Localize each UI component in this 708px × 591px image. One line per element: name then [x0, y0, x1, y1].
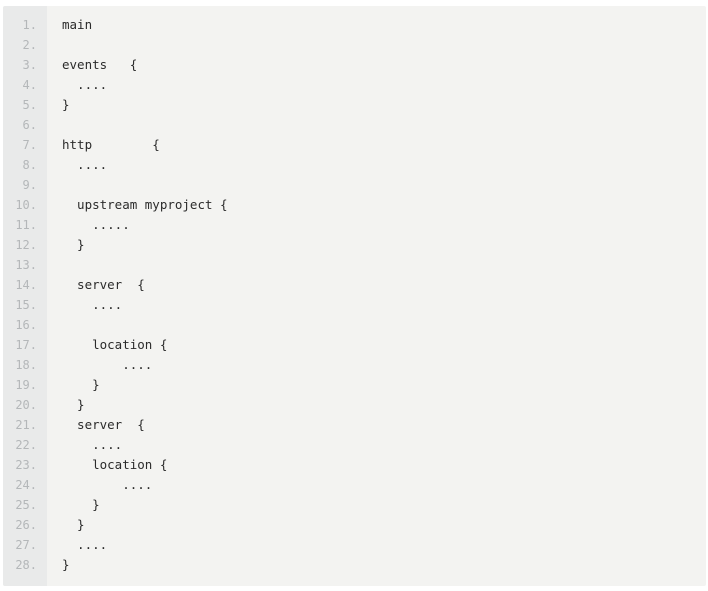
- code-line: 28.}: [3, 555, 706, 575]
- line-number: 22.: [15, 438, 37, 452]
- line-number: 5.: [22, 98, 37, 112]
- code-line: 21. server {: [3, 415, 706, 435]
- line-number: 25.: [15, 498, 37, 512]
- code-line: 17. location {: [3, 335, 706, 355]
- code-line: 10. upstream myproject {: [3, 195, 706, 215]
- code-text[interactable]: location {: [62, 457, 168, 472]
- code-line: 26. }: [3, 515, 706, 535]
- code-text[interactable]: ....: [62, 437, 123, 452]
- line-number: 27.: [15, 538, 37, 552]
- line-number: 17.: [15, 338, 37, 352]
- code-line: 24. ....: [3, 475, 706, 495]
- line-number: 23.: [15, 458, 37, 472]
- line-number: 18.: [15, 358, 37, 372]
- code-line: 8. ....: [3, 155, 706, 175]
- line-number: 14.: [15, 278, 37, 292]
- code-line: 27. ....: [3, 535, 706, 555]
- line-number: 4.: [22, 78, 37, 92]
- line-number: 20.: [15, 398, 37, 412]
- code-line: 20. }: [3, 395, 706, 415]
- line-number: 6.: [22, 118, 37, 132]
- code-text[interactable]: ....: [62, 297, 123, 312]
- line-number: 11.: [15, 218, 37, 232]
- code-line: 12. }: [3, 235, 706, 255]
- code-text[interactable]: }: [62, 517, 85, 532]
- code-line: 23. location {: [3, 455, 706, 475]
- code-line: 25. }: [3, 495, 706, 515]
- line-number: 9.: [22, 178, 37, 192]
- line-number: 10.: [15, 198, 37, 212]
- code-line: 18. ....: [3, 355, 706, 375]
- line-number: 15.: [15, 298, 37, 312]
- code-line: 7. http {: [3, 135, 706, 155]
- line-number: 13.: [15, 258, 37, 272]
- line-number: 24.: [15, 478, 37, 492]
- code-text[interactable]: server {: [62, 277, 145, 292]
- line-number: 19.: [15, 378, 37, 392]
- line-number: 21.: [15, 418, 37, 432]
- code-text[interactable]: ....: [62, 357, 153, 372]
- line-number: 3.: [22, 58, 37, 72]
- code-text[interactable]: ....: [62, 537, 108, 552]
- code-text[interactable]: ....: [62, 77, 108, 92]
- code-text[interactable]: location {: [62, 337, 168, 352]
- code-line: 11. .....: [3, 215, 706, 235]
- code-text[interactable]: ....: [62, 157, 108, 172]
- line-number: 12.: [15, 238, 37, 252]
- code-text[interactable]: .....: [62, 217, 130, 232]
- code-line: 3. events {: [3, 55, 706, 75]
- code-text[interactable]: }: [62, 557, 70, 572]
- code-line: 16.: [3, 315, 706, 335]
- code-text[interactable]: main: [62, 17, 93, 32]
- code-text[interactable]: events {: [62, 57, 138, 72]
- line-number: 2.: [22, 38, 37, 52]
- code-line: 14. server {: [3, 275, 706, 295]
- code-line: 15. ....: [3, 295, 706, 315]
- code-line: 1. main: [3, 15, 706, 35]
- line-number: 7.: [22, 138, 37, 152]
- code-text[interactable]: http {: [62, 137, 160, 152]
- line-number: 1.: [22, 18, 37, 32]
- line-number: 8.: [22, 158, 37, 172]
- code-line: 19. }: [3, 375, 706, 395]
- code-text[interactable]: }: [62, 237, 85, 252]
- code-line: 5.}: [3, 95, 706, 115]
- code-line: 4. ....: [3, 75, 706, 95]
- code-line: 6.: [3, 115, 706, 135]
- code-text[interactable]: server {: [62, 417, 145, 432]
- code-line: 22. ....: [3, 435, 706, 455]
- code-text[interactable]: ....: [62, 477, 153, 492]
- line-number-gutter: [3, 6, 47, 586]
- line-number: 28.: [15, 558, 37, 572]
- line-number: 26.: [15, 518, 37, 532]
- code-text[interactable]: }: [62, 497, 100, 512]
- code-line: 13.: [3, 255, 706, 275]
- code-line: 2.: [3, 35, 706, 55]
- code-text[interactable]: upstream myproject {: [62, 197, 228, 212]
- code-line: 9.: [3, 175, 706, 195]
- code-text[interactable]: }: [62, 377, 100, 392]
- line-number: 16.: [15, 318, 37, 332]
- code-text[interactable]: }: [62, 97, 70, 112]
- code-text[interactable]: }: [62, 397, 85, 412]
